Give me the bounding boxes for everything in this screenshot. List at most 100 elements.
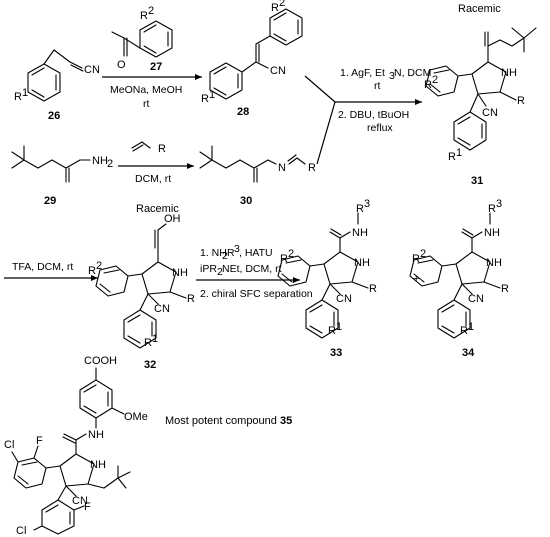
c31-cn: CN [482,107,498,119]
c29-number: 29 [44,195,56,207]
c35-cn: CN [72,495,88,507]
step-3-branch-bottom [316,101,336,165]
c32-r1-sup: 1 [152,333,158,345]
compound-26: CN R 1 26 [14,49,100,122]
c34-r1: R [460,325,468,337]
c30-number: 30 [240,195,252,207]
step-4: TFA, DCM, rt [4,261,98,281]
step-3: 1. AgF, Et 3 N, DCM rt 2. DBU, tBuOH ref… [304,67,431,165]
step-2-conditions: DCM, rt [135,173,171,185]
c35-f-bottom: F [84,501,91,513]
compound-34: R 3 NH NH R CN R 2 R 1 34 [409,198,509,359]
c31-r1: R [448,151,456,163]
c28-r1-sup: 1 [209,89,215,101]
step-5-line1: 1. NH [200,247,227,259]
c33-nh: NH [354,257,370,269]
c35-nh-ring: NH [90,459,106,471]
compound-29: NH 2 29 [11,145,113,207]
step-5-line2: iPR [200,263,217,275]
c33-nh-amide: NH [352,227,368,239]
c35-cl-bottom: Cl [16,525,26,537]
c35-ome: OMe [124,411,148,423]
c29-nh2-sub: 2 [107,158,113,170]
c33-r1-sup: 1 [336,321,342,333]
step-3-line1-sub: 3 [389,70,395,82]
step-5-line3: 2. chiral SFC separation [200,288,313,300]
c33-r2: R [280,253,288,265]
c33-r3-sup: 3 [364,198,370,210]
c33-r1: R [328,325,336,337]
step-1-conditions: MeONa, MeOH [110,84,182,96]
c32-cn: CN [154,303,170,315]
step-5-line1-sub: 2 [222,250,228,262]
c32-r2-sup: 2 [96,260,102,272]
compound-33: R 3 NH NH R CN R 2 R 1 33 [277,198,377,359]
c34-nh-amide: NH [484,227,500,239]
c34-nh: NH [486,257,502,269]
c29-nh2: NH [92,155,108,167]
c32-racemic: Racemic [136,203,179,215]
compound-30: N R 30 [199,145,316,207]
c28-cn: CN [270,65,286,77]
c34-cn: CN [468,293,484,305]
c32-number: 32 [144,359,156,371]
c33-number: 33 [330,347,342,359]
c31-racemic: Racemic [458,3,501,15]
c26-r1: R [14,91,22,103]
step-3-line3: 2. DBU, tBuOH [338,109,409,121]
c31-r2: R [424,79,432,91]
c31-r: R [517,95,525,107]
compound-27: O R 2 [111,5,173,71]
c32-r1: R [144,337,152,349]
c31-r1-sup: 1 [456,147,462,159]
c27-r2-sup: 2 [148,5,154,17]
c35-cooh: COOH [84,355,117,367]
c31-number: 31 [471,175,483,187]
c28-number: 28 [237,106,249,118]
step-5-line1-mid: R [227,247,235,259]
c32-nh: NH [172,267,188,279]
compound-31: Racemic NH R CN R 2 R 1 31 [424,3,537,187]
c30-n: N [278,162,286,174]
c32-oh: OH [164,213,181,225]
step-1: 27 MeONa, MeOH rt [102,61,202,110]
c34-r3: R [488,203,496,215]
caption-35: Most potent compound 35 [165,415,292,427]
c35-nh-amide: NH [88,429,104,441]
c33-r2-sup: 2 [288,248,294,260]
c33-r3: R [356,203,364,215]
c31-nh: NH [501,67,517,79]
caption-number: 35 [280,415,292,427]
c27-r2: R [140,10,148,22]
c32-r: R [187,293,195,305]
c34-r2-sup: 2 [420,248,426,260]
c34-r2: R [412,253,420,265]
c34-r: R [501,283,509,295]
step-3-line1-end: N, DCM [394,67,431,79]
c32-r2: R [88,265,96,277]
c26-number: 26 [48,110,60,122]
c28-r2-sup: 2 [279,0,285,9]
step-5-line1-sup: 3 [234,243,240,255]
step-4-conditions: TFA, DCM, rt [12,261,73,273]
step-3-line1: 1. AgF, Et [340,67,385,79]
c31-r2-sup: 2 [432,74,438,86]
step-5-line2-end: NEt, DCM, rt [222,263,282,275]
step-3-branch-top [304,75,336,103]
c30-r: R [308,162,316,174]
c26-cn: CN [84,64,100,76]
step-1-reagent: 27 [150,61,162,73]
step-2: R DCM, rt [118,141,194,185]
step-2-reagent-r: R [158,143,166,155]
plus-sign: + [413,273,419,285]
c35-f-top: F [36,435,43,447]
step-5: 1. NH 2 R 3 , HATU iPR 2 NEt, DCM, rt 2.… [196,243,313,300]
compound-28: CN R 1 R 2 28 [201,0,303,118]
step-5-line1-end: , HATU [239,247,273,259]
c28-r1: R [201,93,209,105]
c27-oxygen: O [117,59,126,71]
c34-r3-sup: 3 [496,198,502,210]
step-3-line4: reflux [367,122,393,134]
c34-r1-sup: 1 [468,321,474,333]
c34-number: 34 [462,347,475,359]
